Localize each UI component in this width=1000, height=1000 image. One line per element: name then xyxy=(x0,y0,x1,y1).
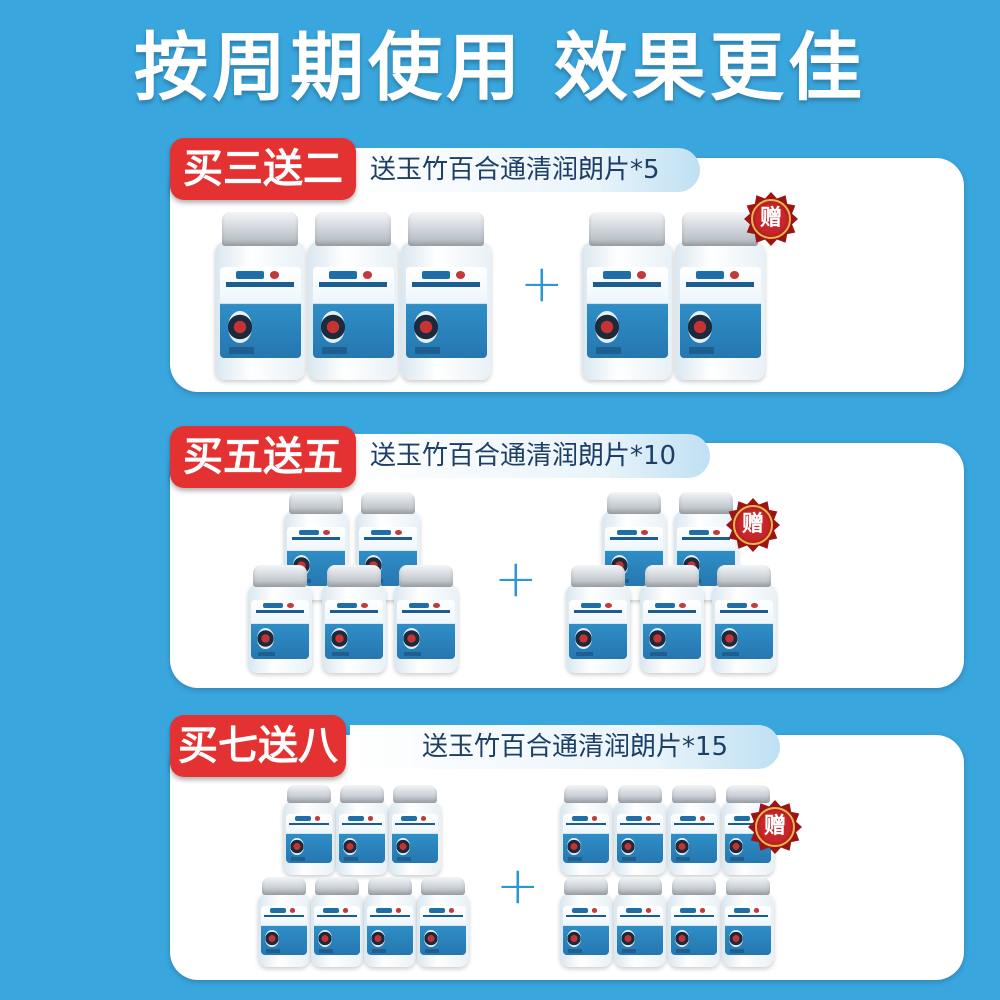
bottle-gift xyxy=(566,565,630,673)
bottle-gift xyxy=(582,212,672,380)
offer-banner-1: 送玉竹百合通清润朗片*5 xyxy=(350,148,700,192)
bottle-gift xyxy=(614,785,666,875)
bottle-buy xyxy=(364,877,416,967)
gift-label: 赠 xyxy=(759,206,782,231)
gift-label: 赠 xyxy=(763,814,786,839)
bottle-gift xyxy=(675,212,765,380)
gift-badge-icon: 赠 xyxy=(748,800,802,854)
bottle-gift xyxy=(722,877,774,967)
bottle-buy xyxy=(336,785,388,875)
gift-badge-icon: 赠 xyxy=(744,192,798,246)
bottle-gift xyxy=(640,565,704,673)
offer-badge-1: 买三送二 xyxy=(170,138,356,200)
bottle-buy xyxy=(258,877,310,967)
bottle-gift xyxy=(614,877,666,967)
offer-badge-3: 买七送八 xyxy=(170,715,346,777)
bottle-gift xyxy=(560,877,612,967)
bottle-gift xyxy=(560,785,612,875)
bottle-buy xyxy=(389,785,441,875)
bottle-gift xyxy=(712,565,776,673)
bottle-buy xyxy=(308,212,398,380)
offer-banner-2: 送玉竹百合通清润朗片*10 xyxy=(350,434,710,478)
bottle-buy xyxy=(401,212,491,380)
bottle-buy xyxy=(417,877,469,967)
bottle-gift xyxy=(668,877,720,967)
bottle-buy xyxy=(215,212,305,380)
bottle-gift xyxy=(668,785,720,875)
bottle-buy xyxy=(311,877,363,967)
bottle-buy xyxy=(322,565,386,673)
offer-banner-3: 送玉竹百合通清润朗片*15 xyxy=(350,725,780,769)
bottle-buy xyxy=(283,785,335,875)
gift-label: 赠 xyxy=(741,512,764,537)
offer-badge-2: 买五送五 xyxy=(170,426,356,488)
plus-icon: + xyxy=(520,254,564,314)
plus-icon: + xyxy=(496,856,540,916)
plus-icon: + xyxy=(494,549,538,609)
bottle-buy xyxy=(394,565,458,673)
page-headline: 按周期使用 效果更佳 xyxy=(134,25,866,111)
bottle-buy xyxy=(248,565,312,673)
gift-badge-icon: 赠 xyxy=(726,498,780,552)
